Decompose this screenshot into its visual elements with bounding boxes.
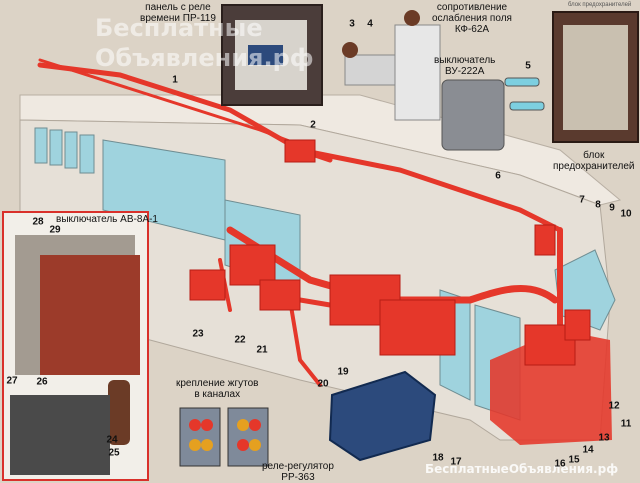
callout-25: 25 — [108, 447, 120, 459]
harness-label: крепление жгутов в каналах — [176, 378, 259, 400]
callout-8: 8 — [595, 199, 601, 211]
callout-16: 16 — [554, 458, 566, 470]
callout-6: 6 — [495, 170, 501, 182]
callout-14: 14 — [582, 444, 594, 456]
callout-18: 18 — [432, 452, 444, 464]
regulator-label: реле-регулятор РР-363 — [262, 461, 334, 483]
callout-24: 24 — [106, 434, 118, 446]
watermark-line2: Объявления.рф — [95, 44, 314, 72]
equipment-blocks — [189, 139, 591, 366]
callout-19: 19 — [337, 366, 349, 378]
switch-av-base — [40, 255, 140, 375]
callout-1: 1 — [172, 74, 178, 86]
harness-channels — [179, 407, 269, 467]
callout-7: 7 — [579, 194, 585, 206]
fuse-block-face — [563, 25, 628, 130]
callout-10: 10 — [620, 208, 632, 220]
callout-13: 13 — [598, 432, 610, 444]
switch-av-label: выключатель АВ-8А-1 — [56, 214, 158, 225]
callout-29: 29 — [49, 224, 61, 236]
callout-28: 28 — [32, 216, 44, 228]
resistor-label: сопротивление ослабления поля КФ-62А — [432, 2, 512, 35]
switch-av-handle — [108, 380, 130, 445]
fuse-block-label: блок предохранителей — [553, 150, 635, 172]
fuses — [504, 77, 545, 111]
field-resistor-device — [342, 10, 441, 121]
callout-11: 11 — [620, 418, 632, 430]
callout-9: 9 — [609, 202, 615, 214]
watermark-bottom: БесплатныеОбъявления.рф — [425, 462, 619, 476]
relay-coil — [248, 45, 283, 65]
callout-12: 12 — [608, 400, 620, 412]
switch-vu-device — [441, 79, 505, 151]
callout-21: 21 — [256, 344, 268, 356]
watermark-line1: Бесплатные — [95, 14, 263, 42]
switch-vu-label: выключатель ВУ-222А — [434, 55, 496, 77]
callout-4: 4 — [367, 18, 373, 30]
fuse-stamp: блок предохранителей — [568, 2, 632, 8]
switch-av-mechanism — [10, 395, 110, 475]
callout-22: 22 — [234, 334, 246, 346]
callout-27: 27 — [6, 375, 18, 387]
callout-20: 20 — [317, 378, 329, 390]
callout-3: 3 — [349, 18, 355, 30]
callout-17: 17 — [450, 456, 462, 468]
front-cab — [490, 330, 612, 445]
relay-panel-label: панель с реле времени ПР-119 — [140, 2, 216, 24]
callout-26: 26 — [36, 376, 48, 388]
callout-2: 2 — [310, 119, 316, 131]
callout-5: 5 — [525, 60, 531, 72]
callout-15: 15 — [568, 454, 580, 466]
callout-23: 23 — [192, 328, 204, 340]
regulator-device — [328, 370, 437, 462]
